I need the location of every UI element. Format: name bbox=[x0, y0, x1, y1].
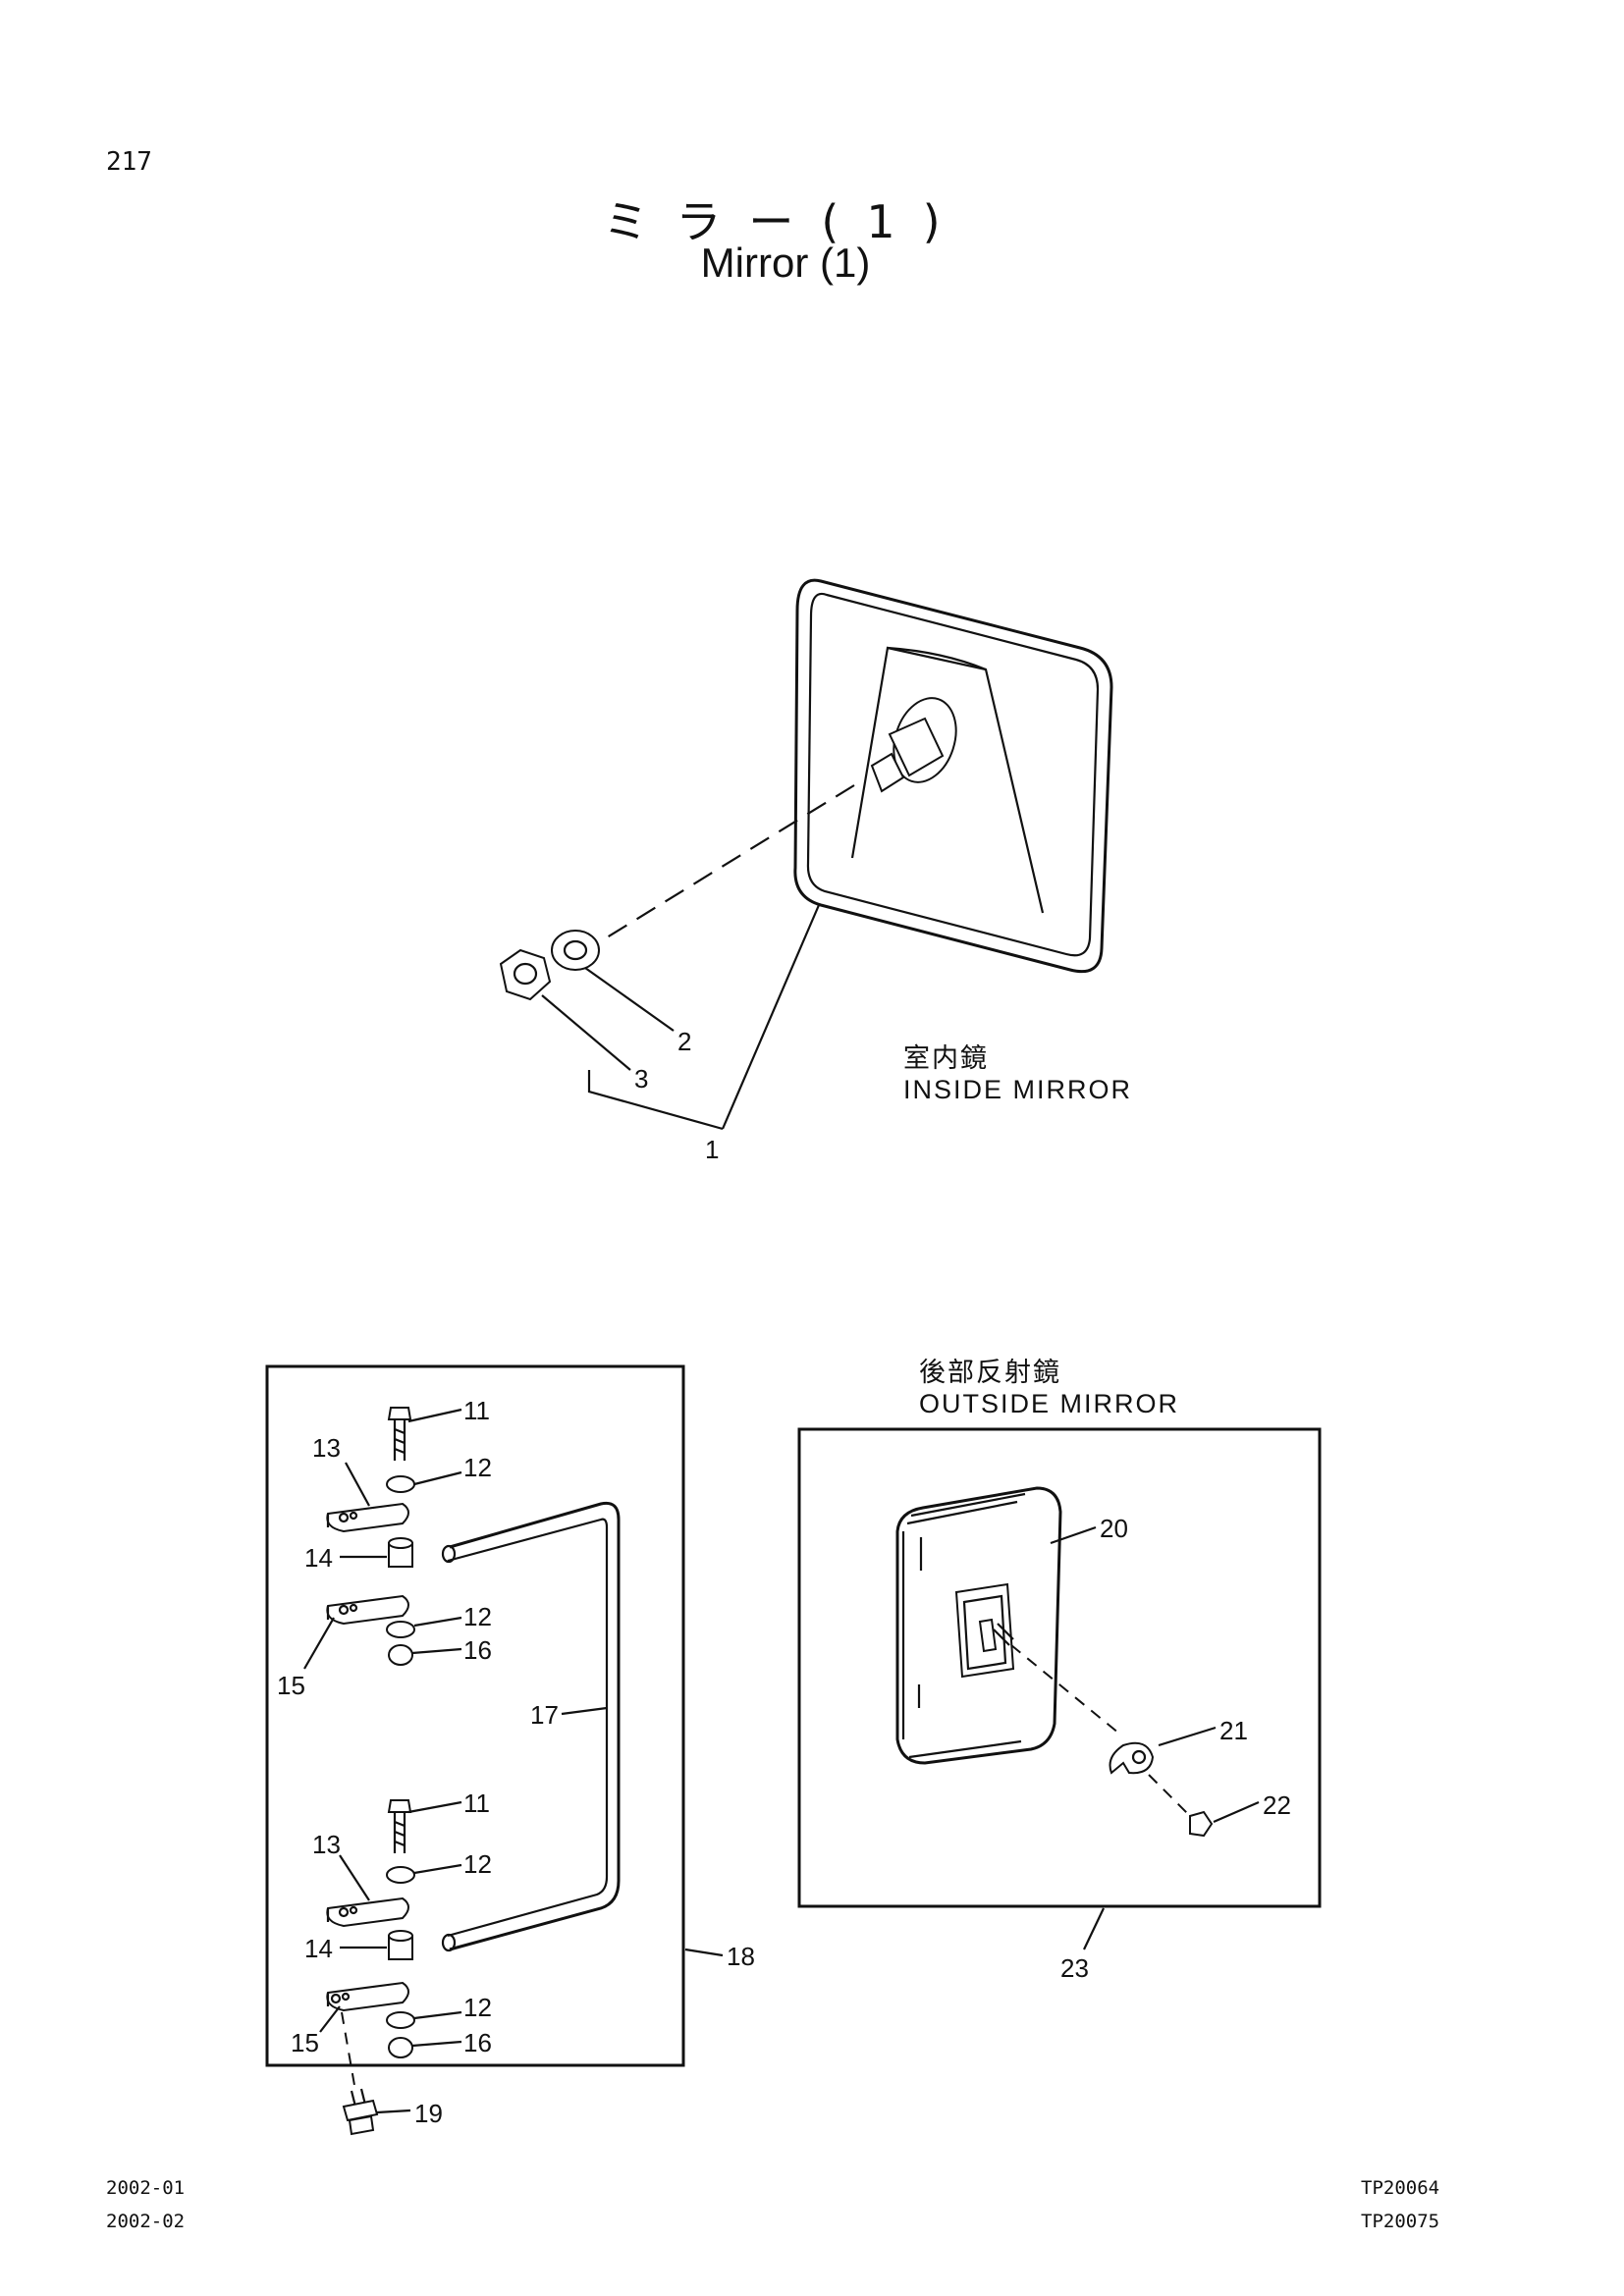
callout-17: 17 bbox=[530, 1700, 559, 1730]
nut-16-lower bbox=[388, 2037, 413, 2058]
outside-mirror-frame bbox=[797, 1427, 1322, 1908]
inside-mirror-nut bbox=[888, 717, 945, 777]
nut-16-upper bbox=[388, 1644, 413, 1666]
callout-11-upper: 11 bbox=[463, 1396, 490, 1425]
inside-mirror-back-shell bbox=[850, 646, 1045, 914]
document-codes: TP20064 TP20075 bbox=[1361, 2171, 1439, 2238]
callout-11-lower: 11 bbox=[463, 1789, 490, 1818]
inside-mirror-label: 室内鏡 INSIDE MIRROR bbox=[903, 1042, 1132, 1105]
inside-mirror-label-jp: 室内鏡 bbox=[903, 1043, 989, 1073]
callout-15-upper: 15 bbox=[277, 1671, 305, 1700]
washer-12-mid bbox=[386, 1621, 415, 1638]
callout-14-upper: 14 bbox=[304, 1543, 333, 1573]
callout-2: 2 bbox=[677, 1027, 691, 1056]
callout-14-lower: 14 bbox=[304, 1934, 333, 1963]
inside-mirror-inner-frame bbox=[806, 592, 1100, 957]
callout-12-bottom: 12 bbox=[463, 1993, 492, 2022]
callout-21: 21 bbox=[1219, 1716, 1248, 1745]
callout-16-lower: 16 bbox=[463, 2028, 492, 2057]
revision-dates: 2002-01 2002-02 bbox=[106, 2171, 185, 2238]
inside-mirror-body bbox=[793, 578, 1113, 974]
callout-16-upper: 16 bbox=[463, 1635, 492, 1665]
revision-date: 2002-02 bbox=[106, 2211, 186, 2232]
callout-12-upper: 12 bbox=[463, 1453, 492, 1482]
callout-12-lower: 12 bbox=[463, 1849, 492, 1879]
bolt-11-upper bbox=[387, 1407, 412, 1420]
washer-2 bbox=[551, 930, 600, 971]
nut-3 bbox=[499, 948, 552, 1001]
callout-19: 19 bbox=[414, 2099, 443, 2128]
nut-22 bbox=[1189, 1810, 1214, 1838]
clamp-21 bbox=[1109, 1741, 1155, 1775]
stay-assembly-frame bbox=[265, 1364, 685, 2067]
bolt-19 bbox=[342, 2099, 379, 2122]
inside-mirror-stud bbox=[870, 752, 905, 793]
washer-12-upper bbox=[386, 1475, 415, 1493]
callout-18: 18 bbox=[727, 1942, 755, 1971]
stay-pipe-17 bbox=[449, 1501, 621, 1951]
washer-12-bottom bbox=[386, 2011, 415, 2029]
callout-20: 20 bbox=[1100, 1514, 1128, 1543]
document-code: TP20075 bbox=[1361, 2211, 1440, 2232]
stay-assembly bbox=[303, 1407, 724, 2136]
callout-15-lower: 15 bbox=[291, 2028, 319, 2057]
washer-12-lower bbox=[386, 1866, 415, 1884]
callout-1: 1 bbox=[705, 1135, 719, 1164]
callout-3: 3 bbox=[634, 1064, 648, 1094]
inside-mirror-axis-line bbox=[598, 784, 855, 943]
document-code: TP20064 bbox=[1361, 2177, 1440, 2199]
outside-mirror-label-en: OUTSIDE MIRROR bbox=[919, 1389, 1180, 1418]
revision-date: 2002-01 bbox=[106, 2177, 186, 2199]
page-title-japanese: ミラー(1) bbox=[603, 195, 968, 248]
outside-mirror-assembly bbox=[895, 1486, 1260, 1950]
inside-mirror-assembly bbox=[499, 578, 1113, 1131]
page-number: 217 bbox=[106, 147, 152, 177]
outside-mirror-body bbox=[895, 1486, 1062, 1765]
callout-13-upper: 13 bbox=[312, 1433, 341, 1463]
outside-mirror-label: 後部反射鏡 OUTSIDE MIRROR bbox=[919, 1357, 1179, 1419]
bolt-11-lower bbox=[387, 1799, 412, 1813]
inside-mirror-label-en: INSIDE MIRROR bbox=[903, 1075, 1133, 1104]
outside-mirror-label-jp: 後部反射鏡 bbox=[919, 1358, 1061, 1387]
callout-12-mid: 12 bbox=[463, 1602, 492, 1631]
page-title: Mirror (1) bbox=[700, 240, 871, 286]
callout-22: 22 bbox=[1263, 1790, 1291, 1820]
callout-23: 23 bbox=[1060, 1953, 1089, 1983]
callout-13-lower: 13 bbox=[312, 1830, 341, 1859]
